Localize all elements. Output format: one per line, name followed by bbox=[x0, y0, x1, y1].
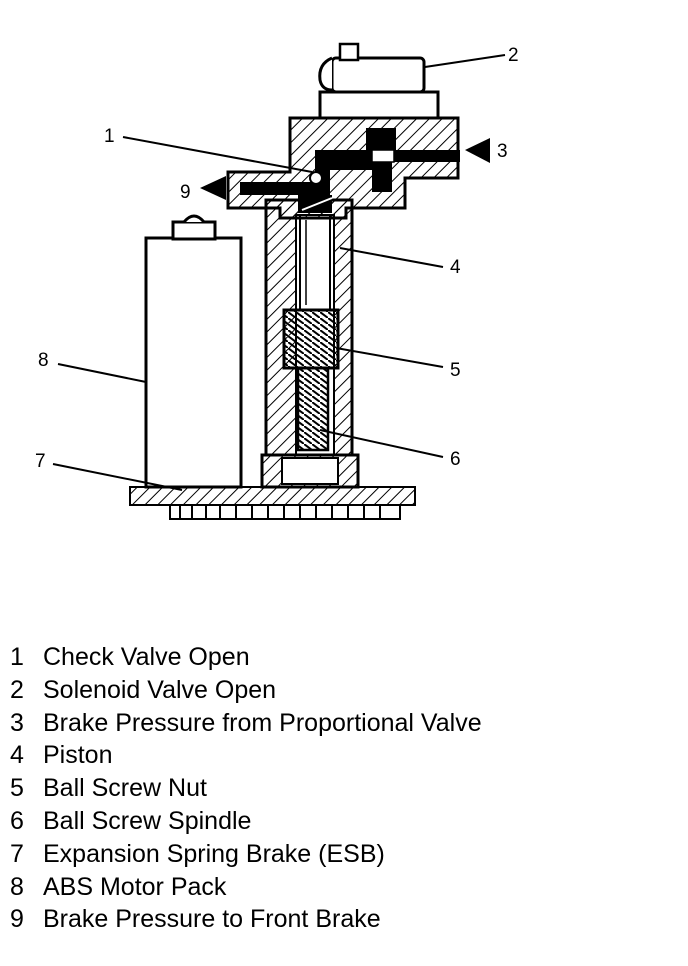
legend-number: 6 bbox=[10, 806, 24, 835]
solenoid-valve bbox=[318, 42, 440, 163]
legend-item: 8 ABS Motor Pack bbox=[10, 871, 482, 904]
legend-item: 7 Expansion Spring Brake (ESB) bbox=[10, 838, 482, 871]
ball-screw-spindle bbox=[296, 366, 330, 452]
leader-4 bbox=[339, 247, 444, 268]
leader-8 bbox=[57, 363, 147, 383]
base-plate bbox=[129, 486, 416, 520]
legend-label: Expansion Spring Brake (ESB) bbox=[43, 839, 385, 868]
callout-6: 6 bbox=[450, 449, 461, 470]
legend-label: Solenoid Valve Open bbox=[43, 675, 277, 704]
legend-number: 7 bbox=[10, 839, 24, 868]
callout-2: 2 bbox=[508, 45, 519, 66]
legend-label: ABS Motor Pack bbox=[43, 872, 227, 901]
legend-number: 5 bbox=[10, 774, 24, 803]
callout-1: 1 bbox=[104, 126, 115, 147]
callout-3: 3 bbox=[497, 141, 508, 162]
legend-item: 5 Ball Screw Nut bbox=[10, 772, 482, 805]
legend-item: 4 Piston bbox=[10, 739, 482, 772]
leader-7 bbox=[52, 463, 183, 491]
callout-8: 8 bbox=[38, 350, 49, 371]
legend-number: 9 bbox=[10, 905, 24, 934]
legend-number: 2 bbox=[10, 675, 24, 704]
legend-item: 9 Brake Pressure to Front Brake bbox=[10, 903, 482, 936]
legend-number: 3 bbox=[10, 708, 24, 737]
legend-label: Brake Pressure to Front Brake bbox=[43, 905, 381, 934]
legend-label: Ball Screw Spindle bbox=[43, 806, 252, 835]
abs-motor-pack bbox=[144, 214, 243, 489]
callout-5: 5 bbox=[450, 360, 461, 381]
check-valve bbox=[301, 171, 333, 211]
legend-item: 1 Check Valve Open bbox=[10, 641, 482, 674]
ball-screw-nut bbox=[282, 308, 340, 370]
legend-number: 8 bbox=[10, 872, 24, 901]
leader-5 bbox=[335, 347, 444, 368]
outlet-arrow bbox=[200, 176, 226, 200]
leader-1 bbox=[122, 136, 313, 173]
abs-modulator-diagram: 1 2 3 4 5 6 7 8 9 bbox=[35, 42, 519, 520]
legend-item: 6 Ball Screw Spindle bbox=[10, 805, 482, 838]
leader-6 bbox=[319, 429, 444, 458]
piston bbox=[299, 214, 331, 311]
legend-item: 2 Solenoid Valve Open bbox=[10, 674, 482, 707]
legend: 1 Check Valve Open 2 Solenoid Valve Open 3… bbox=[10, 641, 482, 936]
legend-label: Ball Screw Nut bbox=[43, 774, 207, 803]
inlet-arrow bbox=[465, 138, 490, 163]
legend-number: 1 bbox=[10, 643, 24, 671]
callout-9: 9 bbox=[180, 182, 191, 203]
leader-2 bbox=[424, 54, 506, 68]
legend-number: 4 bbox=[10, 741, 24, 770]
legend-label: Piston bbox=[43, 741, 113, 770]
fluid-passages bbox=[240, 128, 460, 213]
callout-4: 4 bbox=[450, 257, 461, 278]
legend-label: Brake Pressure from Proportional Valve bbox=[43, 708, 482, 737]
legend-item: 3 Brake Pressure from Proportional Valve bbox=[10, 707, 482, 740]
legend-label: Check Valve Open bbox=[43, 643, 250, 671]
callout-7: 7 bbox=[35, 451, 46, 472]
